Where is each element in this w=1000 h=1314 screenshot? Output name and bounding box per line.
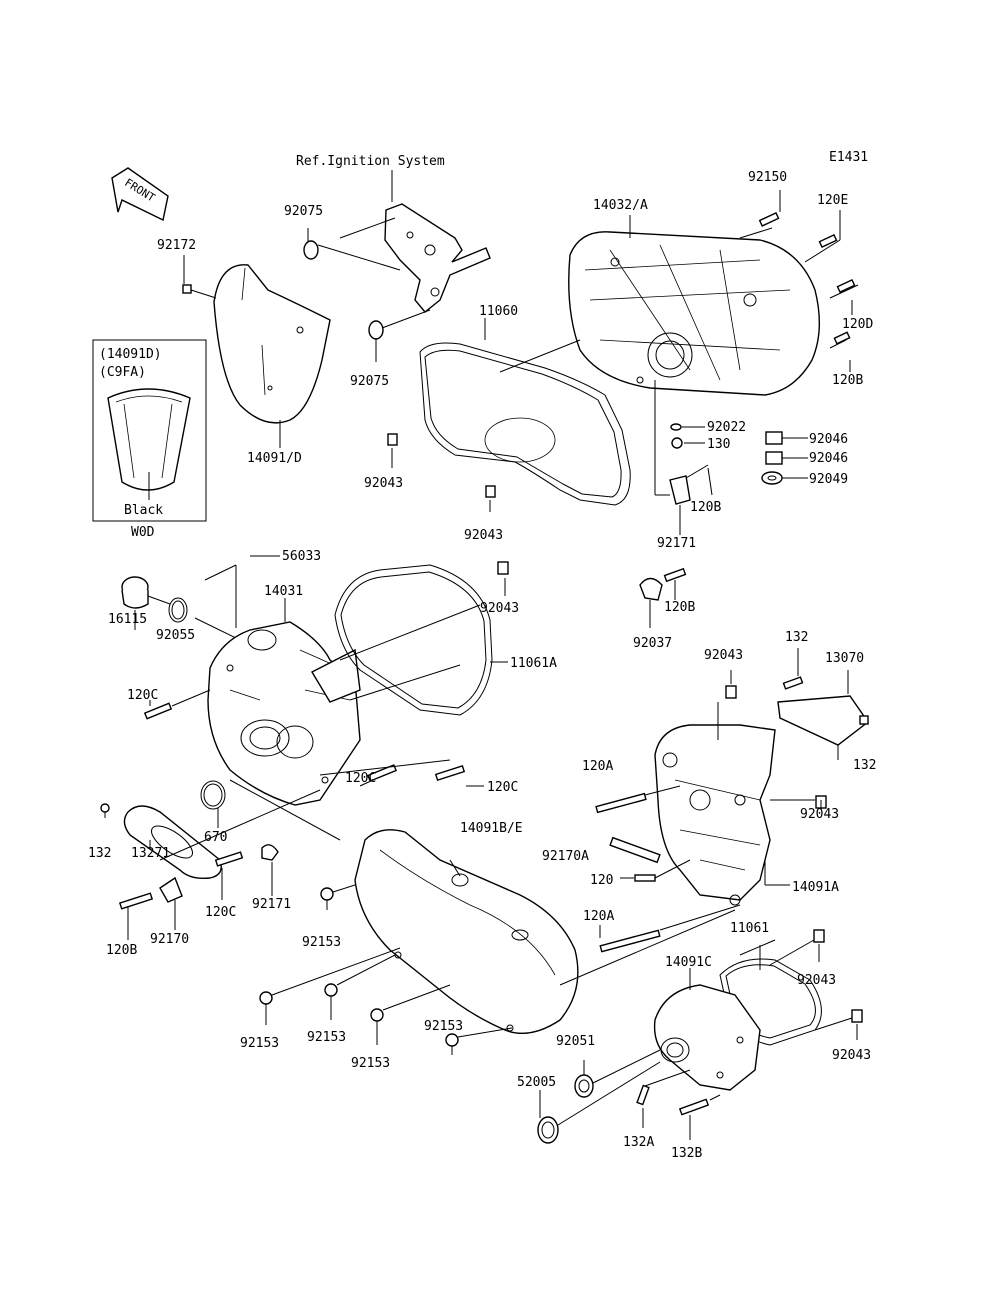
part-label: 92043 <box>797 973 836 988</box>
cover-13070 <box>777 695 869 746</box>
part-label: 92153 <box>302 935 341 950</box>
part-label: 14091B/E <box>460 821 523 836</box>
part-label: 120C <box>205 905 236 920</box>
part-label: 132A <box>623 1135 654 1150</box>
part-label: 120C <box>345 771 376 786</box>
part-label: 92051 <box>556 1034 595 1049</box>
part-label: 92153 <box>240 1036 279 1051</box>
part-label: 132 <box>88 846 111 861</box>
part-label: 92043 <box>832 1048 871 1063</box>
inset-color-code: W0D <box>131 525 155 540</box>
part-label: 92055 <box>156 628 195 643</box>
part-label: 132B <box>671 1146 702 1161</box>
part-label: 92046 <box>809 432 848 447</box>
part-label: 120 <box>590 873 613 888</box>
cover-13271 <box>123 805 222 880</box>
cover-14031 <box>207 621 361 806</box>
part-label: 120B <box>832 373 863 388</box>
gasket-11061a <box>334 564 493 716</box>
part-label: 120B <box>106 943 137 958</box>
gasket-11060 <box>419 342 631 506</box>
part-label: 120B <box>690 500 721 515</box>
part-label: 120C <box>127 688 158 703</box>
part-label: 13070 <box>825 651 864 666</box>
part-label: 13271 <box>131 846 170 861</box>
part-label: 670 <box>204 830 227 845</box>
part-label: 14032/A <box>593 198 648 213</box>
part-label: 92075 <box>350 374 389 389</box>
part-label: 92043 <box>464 528 503 543</box>
part-label: 56033 <box>282 549 321 564</box>
part-label: 52005 <box>517 1075 556 1090</box>
part-label: 92043 <box>480 601 519 616</box>
part-label: 120A <box>583 909 614 924</box>
inset-color: Black <box>124 503 163 518</box>
part-label: 11061 <box>730 921 769 936</box>
part-label: 14091A <box>792 880 839 895</box>
part-label: 92049 <box>809 472 848 487</box>
oil-filler-cap <box>121 576 149 609</box>
part-label: 92153 <box>307 1030 346 1045</box>
part-label: 120E <box>817 193 848 208</box>
part-label: 120B <box>664 600 695 615</box>
ignition-bracket <box>384 203 491 313</box>
part-label: 92043 <box>800 807 839 822</box>
part-label: 14091/D <box>247 451 302 466</box>
outer-cover-14091be <box>354 829 579 1034</box>
part-label: 120C <box>487 780 518 795</box>
part-label: 132 <box>785 630 808 645</box>
part-label: 92037 <box>633 636 672 651</box>
front-arrow: FRONT <box>111 167 169 222</box>
part-label: 92170 <box>150 932 189 947</box>
part-label: 92043 <box>364 476 403 491</box>
part-label: 92171 <box>252 897 291 912</box>
part-label: 92046 <box>809 451 848 466</box>
diagram-code: E1431 <box>829 150 868 165</box>
part-label: 130 <box>707 437 730 452</box>
part-label: 14031 <box>264 584 303 599</box>
cover-14032a <box>568 231 821 396</box>
part-label: 92150 <box>748 170 787 185</box>
part-label: 92170A <box>542 849 589 864</box>
inset-model-code: (C9FA) <box>99 365 146 380</box>
part-label: 11060 <box>479 304 518 319</box>
inset-part-number: (14091D) <box>99 347 162 362</box>
part-label: 92153 <box>351 1056 390 1071</box>
part-label: 92172 <box>157 238 196 253</box>
part-label: 92075 <box>284 204 323 219</box>
part-label: 120D <box>842 317 873 332</box>
part-label: 132 <box>853 758 876 773</box>
outer-cover-14091d <box>213 264 331 448</box>
part-label: 16115 <box>108 612 147 627</box>
part-label: 14091C <box>665 955 712 970</box>
cover-14091c <box>653 984 761 1091</box>
inset-box: (14091D) (C9FA) Black W0D <box>92 339 207 540</box>
ref-ignition-note: Ref.Ignition System <box>296 154 445 169</box>
part-label: 92153 <box>424 1019 463 1034</box>
part-label: 92043 <box>704 648 743 663</box>
part-label: 120A <box>582 759 613 774</box>
part-label: 92022 <box>707 420 746 435</box>
part-label: 11061A <box>510 656 557 671</box>
cover-14091a <box>654 724 776 906</box>
part-label: 92171 <box>657 536 696 551</box>
